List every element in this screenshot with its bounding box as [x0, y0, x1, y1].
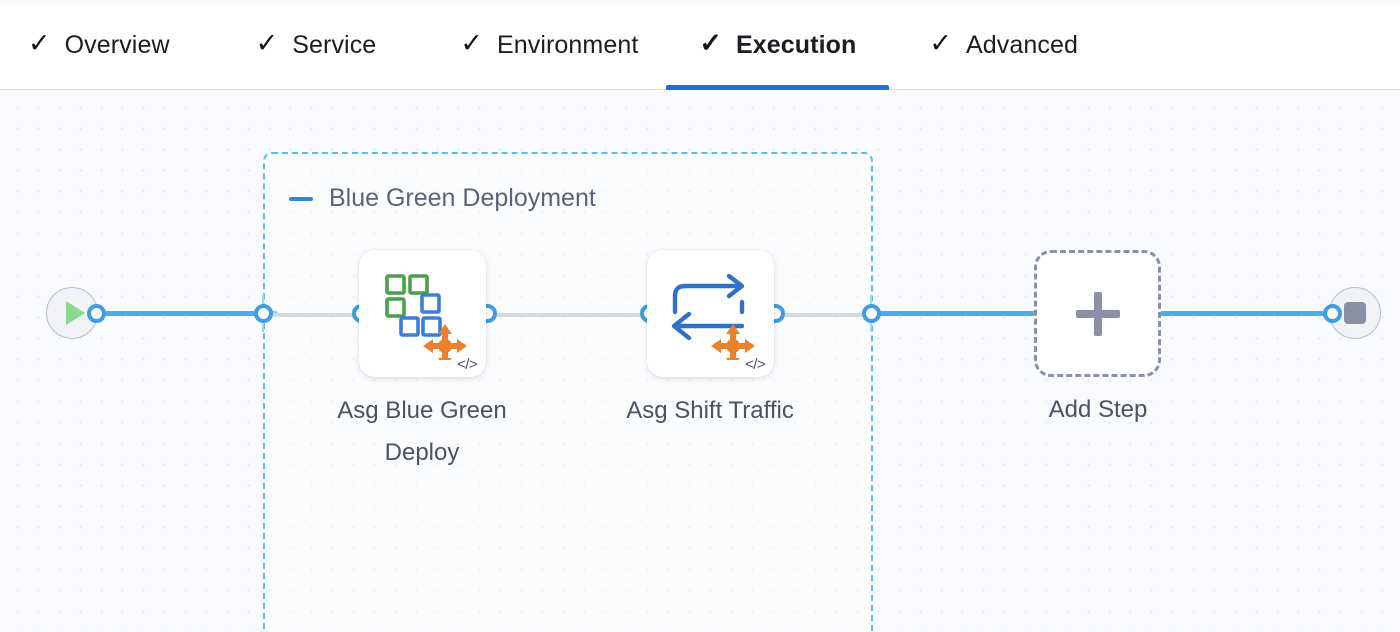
- step-node-asg-shift-traffic[interactable]: </>: [647, 250, 774, 377]
- minus-icon[interactable]: [289, 196, 313, 201]
- connector-stage-entry-to-step1: [270, 313, 376, 317]
- tab-overview[interactable]: ✓ Overview: [0, 1, 206, 90]
- wizard-tab-list: ✓ Overview ✓ Service ✓ Environment ✓ Exe…: [0, 1, 1114, 90]
- add-step-label: Add Step: [1048, 396, 1148, 423]
- connector-start-to-stage: [96, 311, 278, 316]
- port-start-out[interactable]: [87, 304, 106, 323]
- tab-label-overview: Overview: [64, 31, 170, 59]
- connector-stage-to-add-step: [872, 311, 1037, 316]
- connector-add-step-to-end: [1159, 311, 1332, 316]
- asg-blue-green-deploy-icon: [384, 273, 467, 360]
- tab-advanced[interactable]: ✓ Advanced: [889, 1, 1114, 90]
- code-glyph-icon: </>: [457, 356, 477, 373]
- stage-header[interactable]: Blue Green Deployment: [289, 184, 596, 213]
- connector-step1-to-step2: [487, 313, 657, 317]
- port-stage-exit[interactable]: [862, 295, 881, 332]
- connector-step2-to-stage-exit: [775, 313, 878, 317]
- add-step-button[interactable]: [1034, 250, 1161, 377]
- wizard-tabbar: ✓ Overview ✓ Service ✓ Environment ✓ Exe…: [0, 0, 1400, 90]
- code-glyph-icon: </>: [745, 356, 765, 373]
- tab-label-execution: Execution: [736, 31, 857, 59]
- check-icon: ✓: [255, 28, 279, 58]
- asg-shift-traffic-icon: [671, 273, 755, 360]
- check-icon: ✓: [929, 28, 953, 58]
- stop-icon: [1344, 302, 1366, 324]
- tabbar-top-strip: [0, 0, 1400, 5]
- port-stage-entry[interactable]: [254, 295, 273, 332]
- stage-title: Blue Green Deployment: [329, 184, 596, 212]
- port-end-in[interactable]: [1323, 304, 1342, 323]
- check-icon: ✓: [460, 28, 483, 58]
- stage-group-blue-green-deployment[interactable]: Blue Green Deployment: [263, 152, 873, 632]
- step-label-asg-blue-green-deploy: Asg Blue Green Deploy: [337, 397, 507, 466]
- check-icon: ✓: [28, 28, 51, 58]
- tab-label-service: Service: [292, 31, 377, 59]
- pipeline-canvas[interactable]: Blue Green Deployment: [0, 90, 1400, 632]
- plus-icon: [1075, 291, 1120, 336]
- tab-service[interactable]: ✓ Service: [206, 1, 419, 90]
- check-icon: ✓: [699, 28, 723, 58]
- tab-active-underline: [666, 85, 890, 90]
- tab-environment[interactable]: ✓ Environment: [418, 1, 666, 90]
- step-node-asg-blue-green-deploy[interactable]: </>: [359, 250, 486, 377]
- play-icon: [65, 301, 85, 325]
- tab-label-environment: Environment: [496, 31, 639, 59]
- step-label-asg-shift-traffic: Asg Shift Traffic: [626, 397, 794, 424]
- tab-execution[interactable]: ✓ Execution: [666, 1, 890, 90]
- tab-label-advanced: Advanced: [966, 31, 1079, 59]
